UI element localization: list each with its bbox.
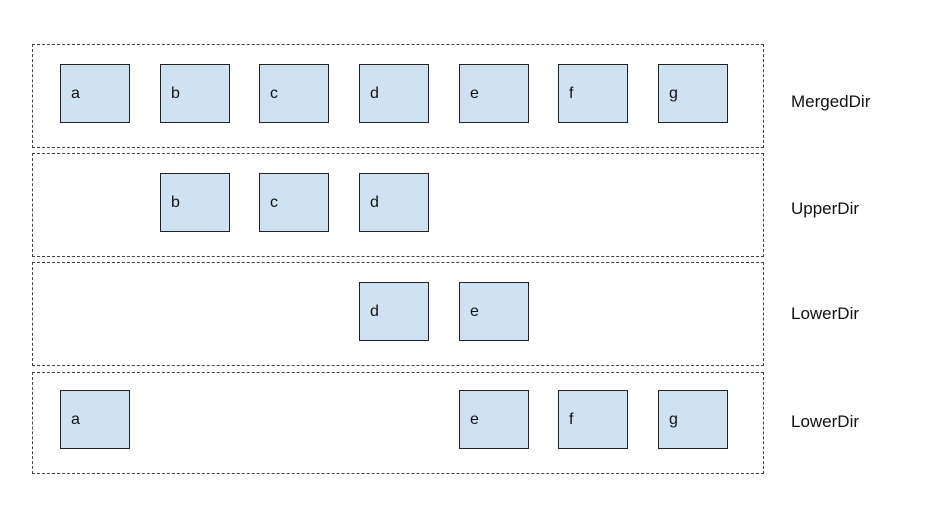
file-box: e bbox=[459, 282, 529, 341]
file-box: f bbox=[558, 390, 628, 449]
layer-lower-dir-1: d e bbox=[32, 262, 764, 366]
file-label: c bbox=[270, 193, 278, 211]
file-label: c bbox=[270, 84, 278, 102]
file-label: f bbox=[569, 84, 574, 102]
layer-merged-dir: a b c d e f g bbox=[32, 44, 764, 148]
file-box: e bbox=[459, 390, 529, 449]
layer-label-lower-dir-2: LowerDir bbox=[791, 412, 860, 431]
file-label: e bbox=[470, 84, 479, 102]
layer-label-merged-dir: MergedDir bbox=[791, 92, 871, 111]
file-label: d bbox=[370, 193, 379, 211]
file-box: c bbox=[259, 64, 329, 123]
file-label: a bbox=[71, 410, 80, 428]
layer-label-upper-dir: UpperDir bbox=[791, 199, 860, 218]
file-box: g bbox=[658, 390, 728, 449]
file-label: g bbox=[669, 84, 678, 102]
file-label: d bbox=[370, 302, 379, 320]
file-label: b bbox=[171, 193, 180, 211]
file-label: e bbox=[470, 302, 479, 320]
file-box: c bbox=[259, 173, 329, 232]
file-label: a bbox=[71, 84, 80, 102]
file-label: d bbox=[370, 84, 379, 102]
file-box: a bbox=[60, 64, 130, 123]
file-box: g bbox=[658, 64, 728, 123]
file-box: f bbox=[558, 64, 628, 123]
file-label: b bbox=[171, 84, 180, 102]
file-box: d bbox=[359, 173, 429, 232]
file-box: b bbox=[160, 173, 230, 232]
file-label: e bbox=[470, 410, 479, 428]
file-box: b bbox=[160, 64, 230, 123]
file-box: e bbox=[459, 64, 529, 123]
layer-label-lower-dir-1: LowerDir bbox=[791, 304, 860, 323]
layer-lower-dir-2: a e f g bbox=[32, 372, 764, 474]
file-box: d bbox=[359, 282, 429, 341]
layer-upper-dir: b c d bbox=[32, 153, 764, 257]
file-box: a bbox=[60, 390, 130, 449]
file-box: d bbox=[359, 64, 429, 123]
file-label: f bbox=[569, 410, 574, 428]
file-label: g bbox=[669, 410, 678, 428]
